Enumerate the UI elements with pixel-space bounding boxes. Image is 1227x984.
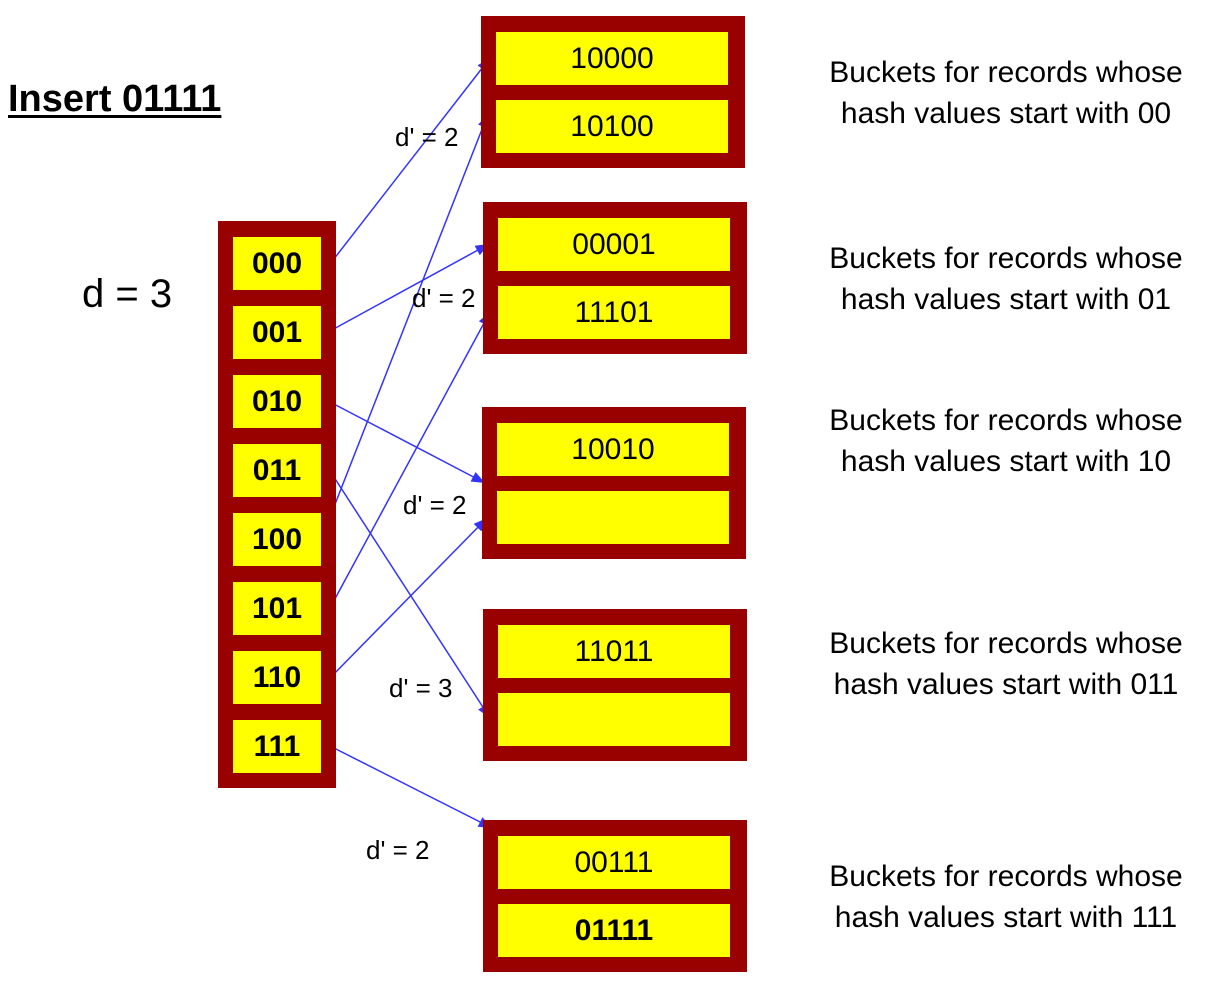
pointer-arrow-111	[329, 745, 493, 829]
diagram-title: Insert 01111	[8, 78, 222, 120]
bucket-record: 00111	[498, 836, 730, 889]
bucket-description: Buckets for records whose hash values st…	[829, 56, 1183, 130]
bucket-record: 11101	[498, 286, 730, 339]
local-depth-label: d' = 2	[403, 490, 467, 520]
directory-entry-011: 011	[233, 444, 321, 497]
bucket-00: 10000 10100	[481, 16, 745, 168]
directory-entry-001: 001	[233, 306, 321, 359]
directory-entry-101: 101	[233, 582, 321, 635]
pointer-arrow-001	[329, 243, 490, 332]
bucket-description: Buckets for records whose hash values st…	[829, 860, 1183, 934]
local-depth-label: d' = 2	[395, 122, 459, 152]
directory-entry-111: 111	[233, 720, 321, 773]
local-depth-label: d' = 2	[412, 283, 476, 313]
directory-entry-010: 010	[233, 375, 321, 428]
bucket-record-empty	[497, 491, 729, 544]
bucket-record-new: 01111	[498, 904, 730, 957]
global-depth-label: d = 3	[82, 272, 173, 316]
bucket-record: 10000	[496, 32, 728, 85]
local-depth-label: d' = 2	[366, 835, 430, 865]
bucket-record: 00001	[498, 218, 730, 271]
bucket-record-empty	[498, 693, 730, 746]
bucket-111: 00111 01111	[483, 820, 747, 972]
bucket-011: 11011	[483, 609, 747, 761]
bucket-10: 10010	[482, 407, 746, 559]
local-depth-label: d' = 3	[389, 673, 453, 703]
directory: 000 001 010 011 100 101 110 111	[218, 221, 336, 788]
bucket-description: Buckets for records whose hash values st…	[829, 242, 1183, 316]
bucket-record: 10010	[497, 423, 729, 476]
bucket-description: Buckets for records whose hash values st…	[829, 627, 1183, 701]
pointer-arrow-100	[329, 113, 489, 518]
pointer-arrow-110	[329, 517, 488, 679]
directory-entry-110: 110	[233, 651, 321, 704]
pointer-arrow-011	[329, 470, 491, 719]
directory-entry-000: 000	[233, 237, 321, 290]
pointer-arrow-010	[329, 401, 486, 484]
bucket-01: 00001 11101	[483, 202, 747, 354]
pointer-arrow-000	[329, 57, 491, 265]
pointer-arrow-101	[329, 311, 491, 609]
bucket-description: Buckets for records whose hash values st…	[829, 404, 1183, 478]
directory-entry-100: 100	[233, 513, 321, 566]
bucket-record: 11011	[498, 625, 730, 678]
bucket-record: 10100	[496, 100, 728, 153]
